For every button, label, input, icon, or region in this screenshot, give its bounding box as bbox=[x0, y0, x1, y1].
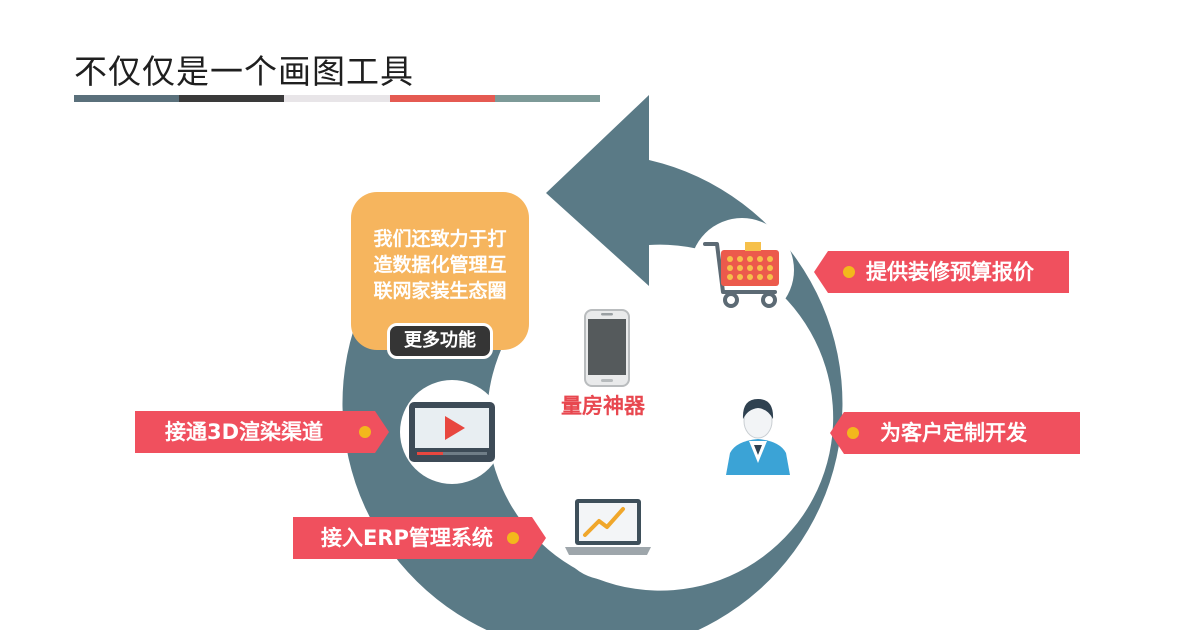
person-avatar-icon bbox=[726, 399, 790, 475]
title-color-bar bbox=[74, 95, 601, 102]
laptop-chart-icon bbox=[565, 499, 651, 555]
person-icon-circle bbox=[706, 383, 810, 487]
title-bar-segment bbox=[179, 95, 285, 102]
cart-icon-circle bbox=[690, 218, 794, 322]
tag-dot bbox=[843, 266, 855, 278]
page-title: 不仅仅是一个画图工具 bbox=[74, 52, 414, 91]
smartphone-icon bbox=[584, 309, 630, 387]
tag-dot bbox=[847, 427, 859, 439]
tag-label: 为客户定制开发 bbox=[880, 421, 1027, 445]
title-bar-segment bbox=[389, 95, 495, 102]
tag-dot bbox=[507, 532, 519, 544]
tag-custom-dev: 为客户定制开发 bbox=[830, 412, 1080, 454]
more-features-button[interactable]: 更多功能 bbox=[387, 323, 493, 359]
shopping-cart-icon bbox=[703, 242, 779, 308]
tag-budget-quote: 提供装修预算报价 bbox=[814, 251, 1069, 293]
video-player-icon bbox=[409, 402, 495, 462]
tag-erp-system: 接入ERP管理系统 bbox=[293, 517, 546, 559]
tag-label: 接入ERP管理系统 bbox=[321, 526, 493, 550]
bubble-text: 我们还致力于打造数据化管理互联网家装生态圈 bbox=[373, 228, 507, 302]
info-bubble: 我们还致力于打造数据化管理互联网家装生态圈 bbox=[351, 192, 529, 350]
title-bar-segment bbox=[74, 95, 180, 102]
video-icon-circle bbox=[400, 380, 504, 484]
title-bar-segment bbox=[284, 95, 390, 102]
tag-dot bbox=[359, 426, 371, 438]
title-bar-segment bbox=[494, 95, 601, 102]
laptop-icon-circle bbox=[556, 476, 660, 580]
center-label: 量房神器 bbox=[561, 394, 645, 418]
tag-label: 接通3D渲染渠道 bbox=[165, 420, 324, 444]
tag-3d-render: 接通3D渲染渠道 bbox=[135, 411, 389, 453]
tag-label: 提供装修预算报价 bbox=[866, 260, 1034, 284]
